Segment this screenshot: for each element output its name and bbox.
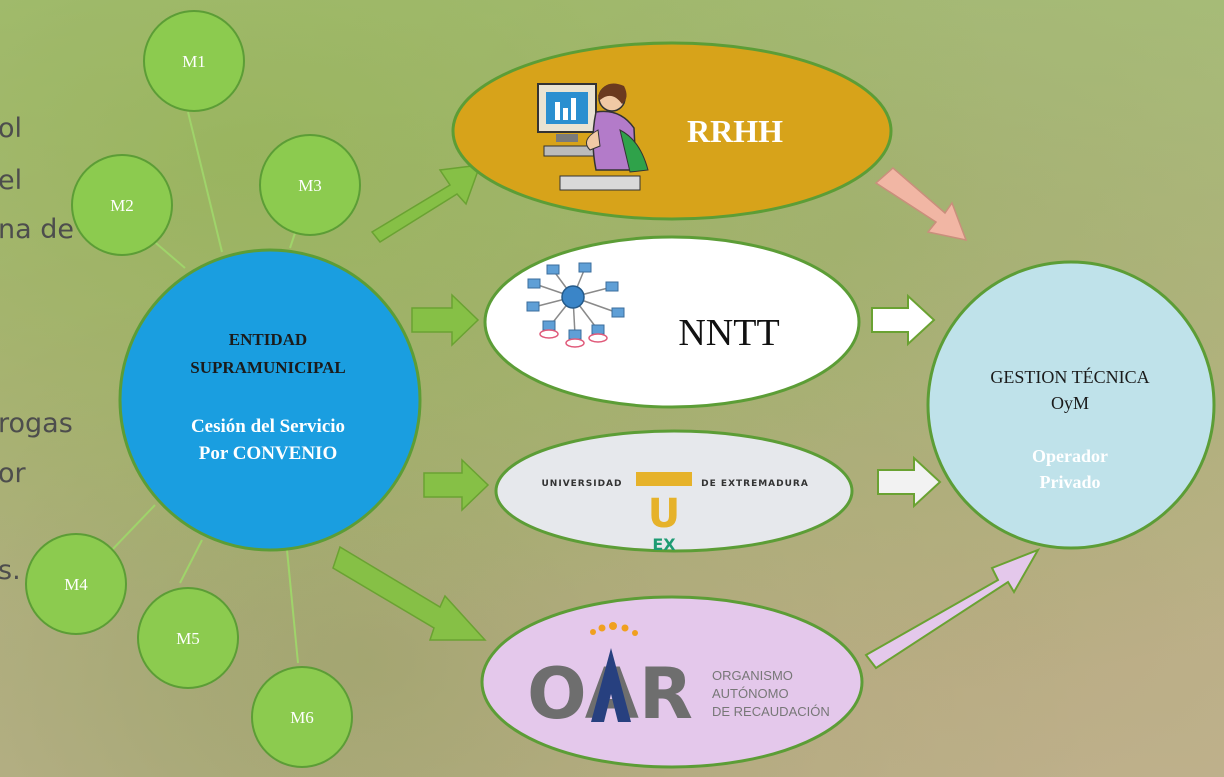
satellite-m6: M6	[251, 666, 353, 768]
center-line4: Por CONVENIO	[199, 443, 337, 464]
oar-line1: ORGANISMO	[712, 668, 793, 683]
oar-line3: DE RECAUDACIÓN	[712, 704, 830, 719]
center-line1: ENTIDAD	[229, 330, 307, 349]
satellite-m5: M5	[137, 587, 239, 689]
arrow-uex-to-target	[877, 455, 942, 509]
arrow-rrhh-to-target	[874, 167, 968, 242]
svg-text:M5: M5	[176, 629, 200, 648]
uex-left-text: UNIVERSIDAD	[542, 479, 623, 489]
arrow-to-oar	[332, 545, 487, 641]
oar-a-mark	[591, 648, 631, 722]
network-icon	[526, 262, 625, 348]
target-line1: GESTION TÉCNICA	[990, 366, 1149, 387]
arrow-oar-to-target	[864, 548, 1041, 670]
flow-arrows-in	[864, 167, 1041, 670]
arrow-to-nntt	[411, 293, 480, 347]
uex-u-letter: U	[648, 491, 680, 537]
node-uex: UNIVERSIDAD DE EXTREMADURA U EX	[494, 429, 854, 554]
oar-line2: AUTÓNOMO	[712, 686, 789, 701]
oar-dots-icon	[590, 622, 638, 636]
target-line3: Operador	[1032, 446, 1108, 466]
satellite-m2: M2	[71, 154, 173, 256]
target-line4: Privado	[1040, 472, 1101, 492]
bg-text-4: rogas	[0, 408, 73, 439]
bg-text-5: or	[0, 458, 26, 489]
arrow-to-rrhh	[370, 164, 482, 243]
uex-ex-letters: EX	[652, 535, 676, 554]
node-nntt: NNTT	[483, 235, 861, 409]
nntt-label: NNTT	[678, 312, 779, 354]
center-line3: Cesión del Servicio	[191, 416, 345, 437]
node-rrhh: RRHH	[451, 41, 893, 221]
arrow-to-uex	[423, 458, 490, 512]
target-line2: OyM	[1051, 393, 1089, 413]
center-line2: SUPRAMUNICIPAL	[190, 358, 346, 377]
connector-m4	[109, 504, 156, 553]
flow-arrows-out	[332, 164, 490, 641]
connector-m1	[187, 111, 223, 253]
connector-m5	[179, 539, 203, 584]
bg-text-1: ol	[0, 113, 23, 144]
node-target: GESTION TÉCNICA OyM Operador Privado	[926, 260, 1216, 550]
satellite-m1: M1	[143, 10, 245, 112]
uex-right-text: DE EXTREMADURA	[701, 479, 809, 489]
rrhh-label: RRHH	[687, 113, 783, 149]
arrow-nntt-to-target	[871, 293, 936, 347]
satellite-m4: M4	[25, 533, 127, 635]
connector-m6	[286, 549, 299, 664]
node-oar: OAR ORGANISMO AUTÓNOMO DE RECAUDACIÓN	[480, 595, 864, 769]
bg-text-3: na de	[0, 214, 74, 245]
satellite-m3: M3	[259, 134, 361, 236]
svg-text:M1: M1	[182, 52, 206, 71]
uex-key-icon	[636, 472, 692, 486]
center-entity: ENTIDAD SUPRAMUNICIPAL Cesión del Servic…	[118, 248, 422, 552]
svg-text:M4: M4	[64, 575, 88, 594]
svg-text:M2: M2	[110, 196, 134, 215]
svg-text:M3: M3	[298, 176, 322, 195]
bg-text-2: el	[0, 165, 23, 196]
office-worker-icon	[537, 83, 649, 191]
bg-text-6: s.	[0, 555, 21, 586]
svg-text:M6: M6	[290, 708, 314, 727]
